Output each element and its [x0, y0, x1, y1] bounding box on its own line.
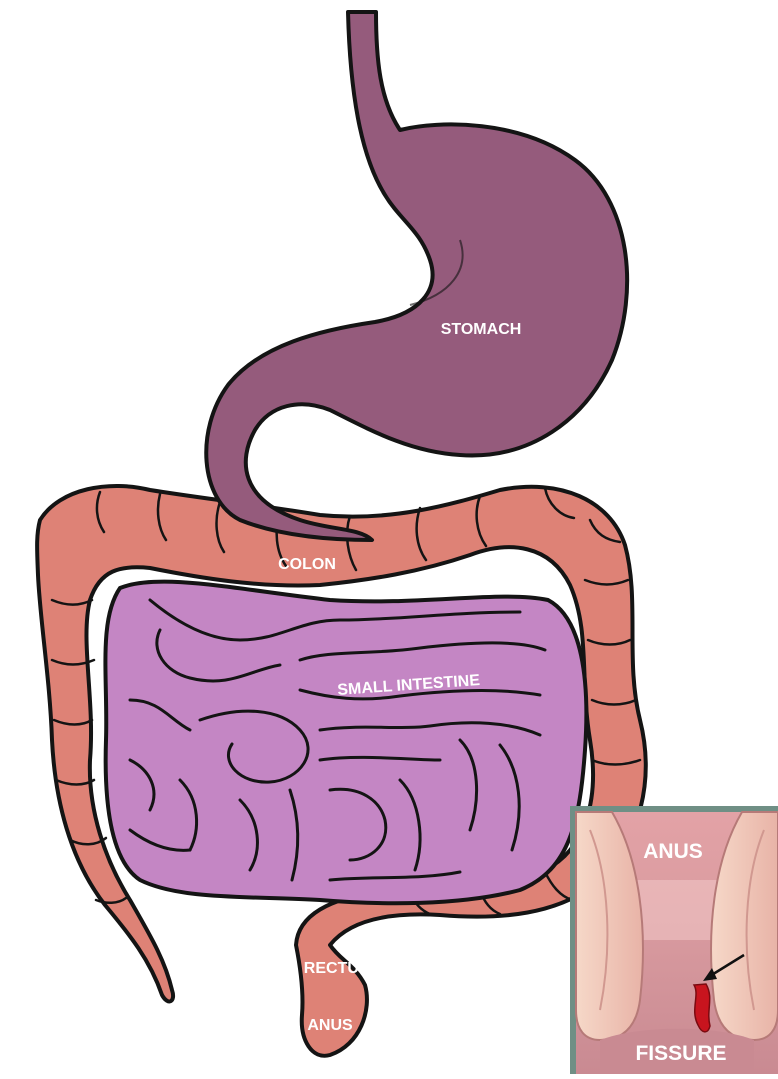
fissure-inset: ANUS FISSURE: [570, 806, 778, 1074]
label-colon: COLON: [278, 556, 336, 573]
stomach-body: [206, 12, 627, 540]
label-anus: ANUS: [307, 1017, 353, 1034]
small-intestine-body: [105, 582, 586, 904]
label-stomach: STOMACH: [441, 321, 522, 338]
inset-label-fissure: FISSURE: [635, 1042, 726, 1065]
inset-label-anus: ANUS: [643, 840, 703, 863]
label-rectum: RECTUM: [304, 960, 372, 977]
small-intestine: [105, 582, 586, 904]
stomach: [206, 12, 627, 540]
